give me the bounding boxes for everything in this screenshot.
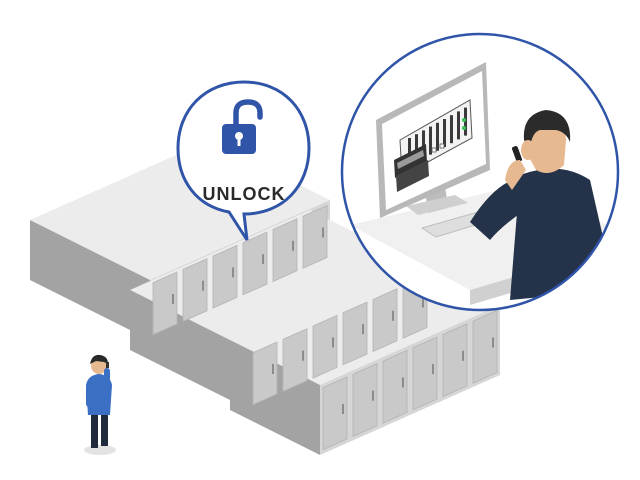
rack-handle (202, 280, 204, 291)
rack-door (282, 328, 308, 393)
rack-door (322, 376, 348, 451)
rack-handle (432, 364, 434, 375)
rack-door (252, 341, 278, 406)
rack-handle (302, 350, 304, 361)
screen-rack-bar (415, 134, 418, 163)
screen-rack-bar (464, 107, 467, 136)
screen-rack-bar (408, 138, 411, 166)
rack-handle (492, 337, 494, 348)
rack-door (342, 301, 368, 366)
rack-handle (262, 254, 264, 265)
rack-door (442, 323, 468, 398)
remote-office-inset (340, 32, 620, 312)
rack-door (312, 314, 338, 379)
unlock-speech-bubble: UNLOCK (176, 80, 311, 241)
screen-rack-diagram (408, 107, 467, 166)
rack-handle (332, 337, 334, 348)
rack-door (472, 309, 498, 384)
monitor (376, 62, 490, 218)
rack-cabinet-doors (152, 204, 498, 451)
screen-rack-bar (450, 115, 453, 144)
rack-door (272, 218, 298, 283)
rack-handle (342, 404, 344, 414)
screen-rack-bar (436, 122, 439, 151)
screen-rack-bar (443, 119, 446, 147)
rack-handle (292, 240, 294, 251)
screen-rack-bar (422, 130, 425, 159)
rack-door (412, 336, 438, 411)
unlock-padlock-icon (222, 99, 263, 154)
rack-door (372, 288, 398, 353)
rack-door (302, 204, 328, 269)
rack-handle (172, 294, 174, 304)
rack-handle (372, 390, 374, 401)
rack-handle (272, 364, 274, 374)
rack-handle (462, 350, 464, 361)
rack-handle (362, 324, 364, 335)
screen-rack-bar (429, 126, 432, 155)
rack-handle (422, 297, 424, 308)
rack-handle (392, 310, 394, 321)
onsite-worker-on-phone (84, 354, 116, 455)
rack-door (382, 349, 408, 424)
rack-handle (232, 267, 234, 278)
rack-door (212, 244, 238, 309)
screen-rack-bar (457, 111, 460, 140)
rack-door (182, 258, 208, 323)
unlock-label: UNLOCK (203, 184, 286, 204)
rack-handle (322, 227, 324, 238)
rack-door (242, 231, 268, 296)
rack-door (352, 363, 378, 438)
rack-door (152, 271, 178, 336)
rack-handle (402, 377, 404, 388)
